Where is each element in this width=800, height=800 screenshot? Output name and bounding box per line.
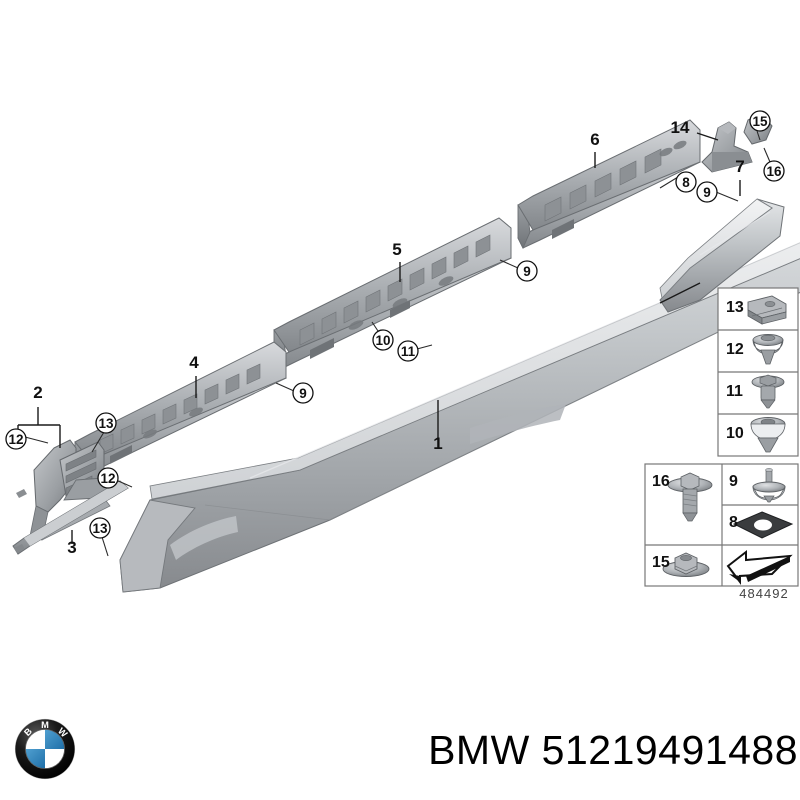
callout-9-expansion-rivet: 9 bbox=[292, 382, 314, 404]
part-lower-sill-strip bbox=[12, 480, 129, 555]
legend-number-9: 9 bbox=[729, 473, 738, 490]
legend-icon-direction-arrow bbox=[726, 549, 793, 585]
callout-circle bbox=[372, 329, 394, 351]
leader-14 bbox=[696, 132, 719, 141]
callout-2-front-bracket-assembly: 2 bbox=[33, 383, 42, 402]
callout-label: 13 bbox=[98, 416, 114, 431]
callout-label: 10 bbox=[375, 333, 390, 348]
callout-label: 11 bbox=[401, 344, 416, 359]
leader-c8 bbox=[659, 176, 679, 189]
callout-4-front-carrier-rail: 4 bbox=[189, 353, 199, 372]
fastener-legend-upper bbox=[717, 287, 799, 457]
callout-circle bbox=[292, 382, 314, 404]
part-rear-carrier-rail bbox=[517, 119, 701, 250]
callout-label: 15 bbox=[752, 114, 768, 129]
callout-circle bbox=[675, 171, 697, 193]
callout-circle bbox=[763, 160, 785, 182]
leader-c16 bbox=[763, 147, 771, 163]
callout-label: 4 bbox=[189, 353, 199, 372]
part-rear-end-trim bbox=[659, 198, 785, 313]
callout-label: 6 bbox=[590, 130, 599, 149]
legend-number-16: 16 bbox=[652, 473, 670, 490]
callout-7-rear-end-trim: 7 bbox=[735, 157, 744, 176]
legend-icon-diamond-washer bbox=[732, 511, 794, 539]
leader-2-bracket bbox=[17, 407, 61, 448]
callout-circle bbox=[749, 110, 771, 132]
callout-label: 9 bbox=[703, 185, 711, 200]
leader-c9b bbox=[499, 259, 519, 269]
callout-label: 16 bbox=[766, 164, 782, 179]
legend-number-11: 11 bbox=[726, 383, 743, 400]
callout-circle bbox=[397, 340, 419, 362]
callout-5-center-carrier-rail: 5 bbox=[392, 240, 401, 259]
callout-label: 5 bbox=[392, 240, 401, 259]
callout-3-lower-sill-strip: 3 bbox=[67, 538, 76, 557]
svg-text:B: B bbox=[22, 726, 34, 738]
legend-number-15: 15 bbox=[652, 554, 670, 571]
legend-number-12: 12 bbox=[726, 341, 744, 358]
callout-label: 2 bbox=[33, 383, 42, 402]
callout-circle bbox=[516, 260, 538, 282]
fastener-legend-lower bbox=[644, 463, 799, 587]
svg-text:M: M bbox=[41, 720, 49, 730]
callout-8-diamond-washer: 8 bbox=[675, 171, 697, 193]
legend-number-8: 8 bbox=[729, 514, 738, 531]
legend-icon-spring-nut bbox=[747, 295, 787, 325]
legend-icon-flange-bolt bbox=[667, 472, 713, 522]
callout-label: 14 bbox=[671, 118, 690, 137]
callout-label: 1 bbox=[433, 434, 442, 453]
legend-icon-flange-nut bbox=[662, 552, 710, 577]
leader-c11 bbox=[416, 344, 433, 350]
leader-c9c bbox=[275, 382, 295, 392]
legend-icon-push-clip-large bbox=[750, 417, 786, 453]
callout-16-flange-bolt: 16 bbox=[763, 160, 785, 182]
leader-7-tick bbox=[659, 282, 701, 304]
callout-9-expansion-rivet: 9 bbox=[516, 260, 538, 282]
callout-circle bbox=[95, 412, 117, 434]
callout-13-spring-nut: 13 bbox=[95, 412, 117, 434]
callout-label: 9 bbox=[299, 386, 307, 401]
callout-9-expansion-rivet: 9 bbox=[696, 181, 718, 203]
callout-label: 12 bbox=[100, 471, 115, 486]
callout-10-push-clip-large: 10 bbox=[372, 329, 394, 351]
legend-number-10: 10 bbox=[726, 425, 744, 442]
legend-icon-push-clip-medium bbox=[751, 374, 785, 409]
bmw-roundel-logo: B M W bbox=[14, 718, 76, 780]
callout-15-flange-nut: 15 bbox=[749, 110, 771, 132]
callout-label: 12 bbox=[8, 432, 23, 447]
callout-14-rear-mounting-bracket: 14 bbox=[671, 118, 690, 137]
callout-1-rocker-panel-trim: 1 bbox=[433, 434, 442, 453]
part-rocker-panel-trim bbox=[119, 242, 800, 593]
legend-number-13: 13 bbox=[726, 299, 744, 316]
callout-label: 13 bbox=[92, 521, 108, 536]
callout-11-push-clip-medium: 11 bbox=[397, 340, 419, 362]
callout-circle bbox=[5, 428, 27, 450]
drawing-number: 484492 bbox=[739, 586, 788, 601]
callout-circle bbox=[696, 181, 718, 203]
leader-c9a bbox=[715, 191, 739, 202]
leader-c13b bbox=[101, 536, 109, 557]
callout-label: 9 bbox=[523, 264, 531, 279]
part-front-carrier-rail bbox=[74, 341, 287, 480]
leader-c10 bbox=[371, 321, 379, 332]
leader-c12a bbox=[24, 436, 49, 444]
leader-c12b bbox=[115, 479, 133, 488]
callout-circle bbox=[97, 467, 119, 489]
leader-c15 bbox=[756, 130, 761, 141]
part-number-title: BMW 51219491488 bbox=[428, 726, 798, 773]
callout-13-spring-nut: 13 bbox=[89, 517, 111, 539]
callout-label: 8 bbox=[682, 175, 690, 190]
callout-12-push-clip-small: 12 bbox=[97, 467, 119, 489]
part-rear-mounting-bracket bbox=[701, 121, 753, 173]
callout-label: 3 bbox=[67, 538, 76, 557]
callout-6-rear-carrier-rail: 6 bbox=[590, 130, 599, 149]
legend-icon-expansion-rivet bbox=[752, 468, 786, 503]
legend-icon-push-clip-small bbox=[752, 334, 784, 365]
callout-label: 7 bbox=[735, 157, 744, 176]
callout-12-push-clip-small: 12 bbox=[5, 428, 27, 450]
leader-c13a bbox=[91, 431, 105, 453]
callout-circle bbox=[89, 517, 111, 539]
